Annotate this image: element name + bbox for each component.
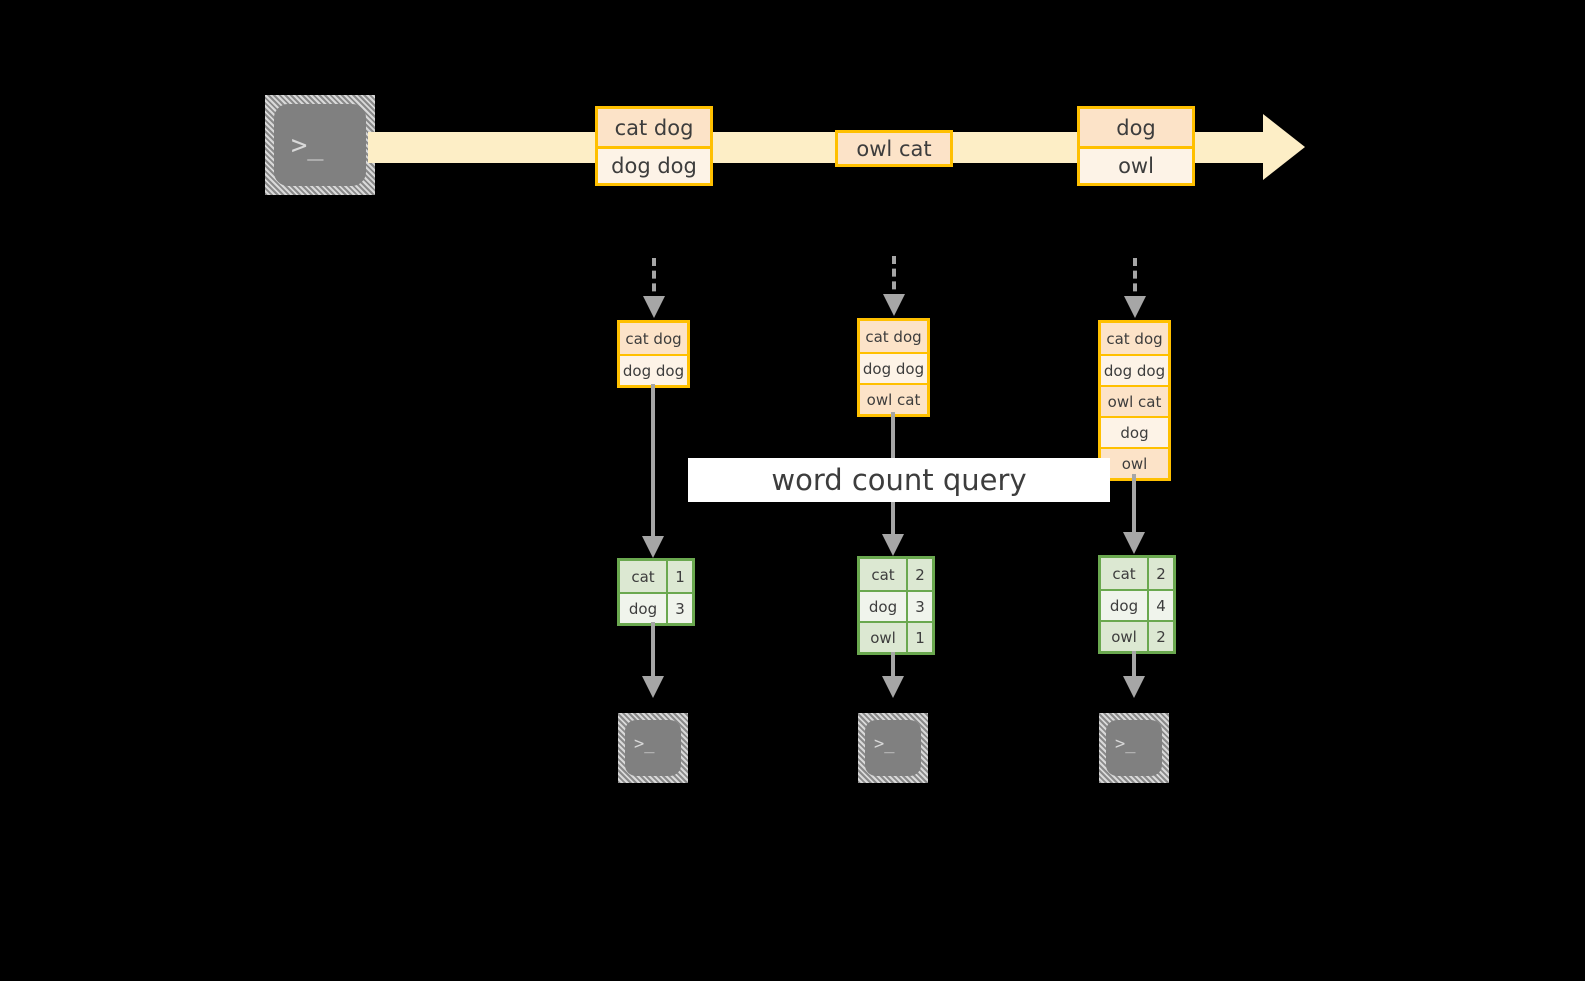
snapshot-row: dog dog (620, 354, 687, 385)
result-word: owl (1101, 622, 1147, 651)
result-count: 2 (1147, 558, 1173, 589)
query-arrow-head-2 (882, 534, 904, 556)
stream-event-line: dog dog (598, 146, 710, 183)
output-arrow-line-1 (651, 622, 655, 684)
consumer-terminal-icon-1: >_ (618, 713, 688, 783)
result-count: 1 (666, 561, 692, 592)
snapshot-row: owl cat (1101, 385, 1168, 416)
result-table-1: cat 1 dog 3 (617, 558, 695, 626)
query-arrow-line-3 (1132, 474, 1136, 542)
terminal-prompt-glyph: >_ (291, 130, 324, 161)
result-word: owl (860, 623, 906, 652)
result-word: cat (1101, 558, 1147, 589)
terminal-screen: >_ (274, 104, 366, 186)
snapshot-arrow-head-2 (883, 294, 905, 316)
result-count: 2 (1147, 622, 1173, 651)
producer-terminal-icon: >_ (265, 95, 375, 195)
result-count: 3 (666, 594, 692, 623)
output-arrow-head-2 (882, 676, 904, 698)
result-count: 1 (906, 623, 932, 652)
result-count: 3 (906, 592, 932, 621)
terminal-screen: >_ (625, 720, 681, 776)
stream-event-line: cat dog (598, 109, 710, 146)
snapshot-arrow-line-2 (892, 256, 896, 302)
result-count: 2 (906, 559, 932, 590)
table-row: cat 2 (1101, 558, 1173, 589)
snapshot-row: owl cat (860, 383, 927, 414)
output-arrow-head-1 (642, 676, 664, 698)
output-arrow-line-2 (891, 652, 895, 684)
table-row: owl 1 (860, 621, 932, 652)
result-table-3: cat 2 dog 4 owl 2 (1098, 555, 1176, 654)
table-row: dog 4 (1101, 589, 1173, 620)
table-row: cat 1 (620, 561, 692, 592)
result-table-2: cat 2 dog 3 owl 1 (857, 556, 935, 655)
query-arrow-line-1 (651, 384, 655, 544)
snapshot-row: dog (1101, 416, 1168, 447)
table-row: cat 2 (860, 559, 932, 590)
snapshot-row: cat dog (620, 323, 687, 354)
snapshot-arrow-head-1 (643, 296, 665, 318)
query-label-text: word count query (771, 463, 1027, 497)
stream-event-line: owl (1080, 146, 1192, 183)
snapshot-row: cat dog (860, 321, 927, 352)
terminal-screen: >_ (1106, 720, 1162, 776)
result-word: cat (860, 559, 906, 590)
snapshot-table-2: cat dog dog dog owl cat (857, 318, 930, 417)
snapshot-row: dog dog (860, 352, 927, 383)
query-arrow-head-3 (1123, 532, 1145, 554)
stream-arrow-head (1263, 114, 1305, 180)
query-label: word count query (688, 458, 1110, 502)
stream-event-3: dog owl (1077, 106, 1195, 186)
result-word: cat (620, 561, 666, 592)
terminal-prompt-glyph: >_ (634, 734, 655, 754)
snapshot-table-1: cat dog dog dog (617, 320, 690, 388)
snapshot-arrow-line-3 (1133, 258, 1137, 304)
snapshot-arrow-head-3 (1124, 296, 1146, 318)
table-row: dog 3 (860, 590, 932, 621)
consumer-terminal-icon-3: >_ (1099, 713, 1169, 783)
stream-event-line: owl cat (838, 133, 950, 164)
snapshot-arrow-line-1 (652, 258, 656, 304)
result-count: 4 (1147, 591, 1173, 620)
snapshot-row: dog dog (1101, 354, 1168, 385)
terminal-prompt-glyph: >_ (874, 734, 895, 754)
snapshot-table-3: cat dog dog dog owl cat dog owl (1098, 320, 1171, 481)
stream-event-2: owl cat (835, 130, 953, 167)
table-row: owl 2 (1101, 620, 1173, 651)
terminal-prompt-glyph: >_ (1115, 734, 1136, 754)
snapshot-row: owl (1101, 447, 1168, 478)
terminal-screen: >_ (865, 720, 921, 776)
snapshot-row: cat dog (1101, 323, 1168, 354)
output-arrow-head-3 (1123, 676, 1145, 698)
table-row: dog 3 (620, 592, 692, 623)
result-word: dog (860, 592, 906, 621)
stream-event-1: cat dog dog dog (595, 106, 713, 186)
consumer-terminal-icon-2: >_ (858, 713, 928, 783)
output-arrow-line-3 (1132, 651, 1136, 684)
result-word: dog (620, 594, 666, 623)
stream-event-line: dog (1080, 109, 1192, 146)
result-word: dog (1101, 591, 1147, 620)
query-arrow-head-1 (642, 536, 664, 558)
